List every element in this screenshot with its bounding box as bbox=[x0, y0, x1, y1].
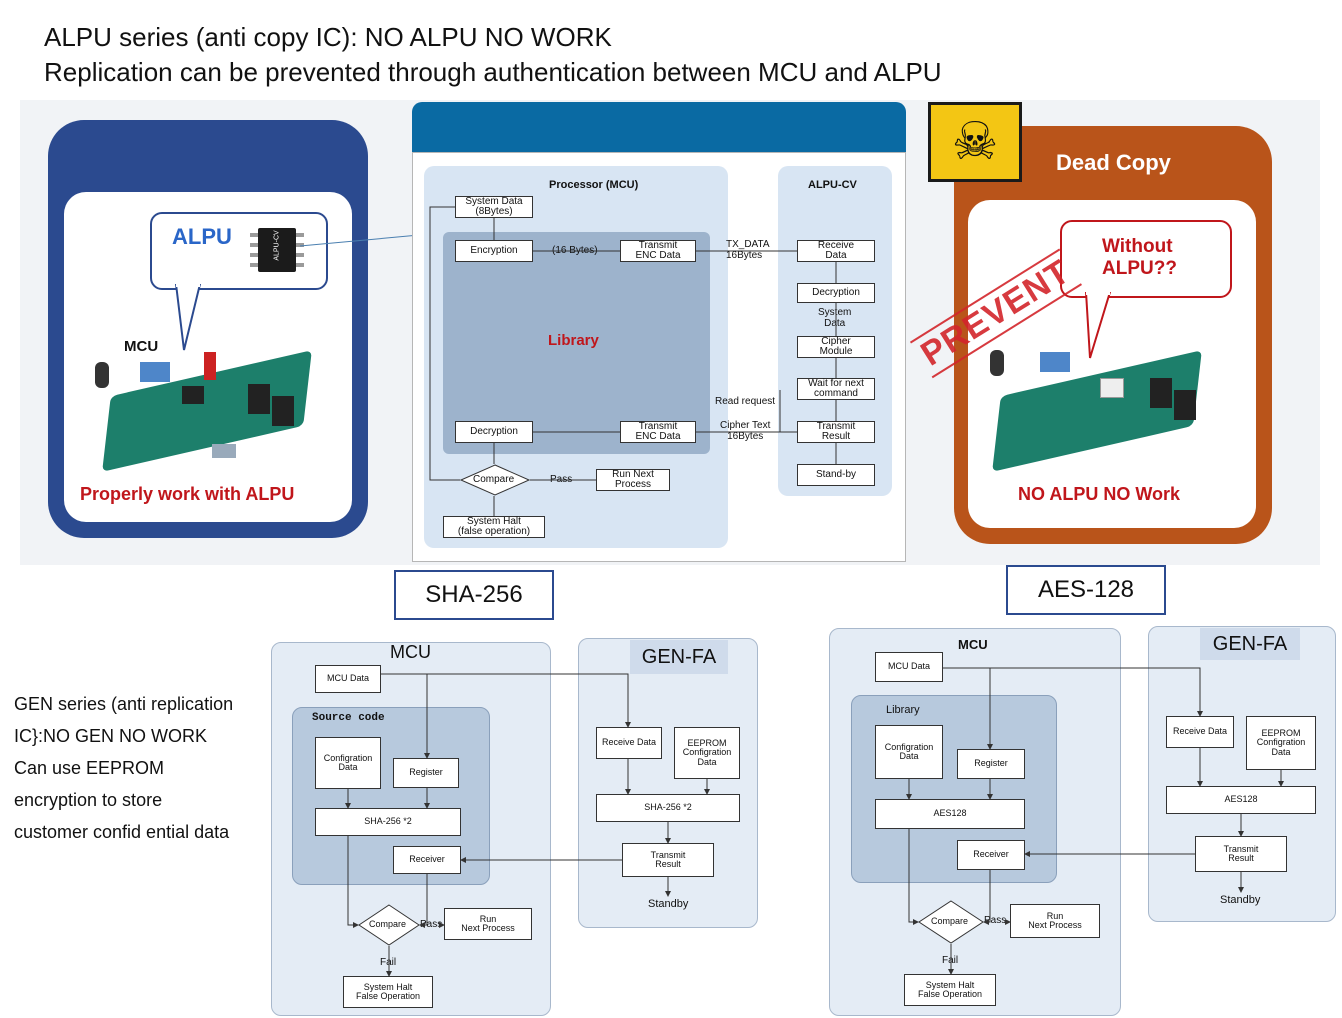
sha-register-box: Register bbox=[393, 758, 459, 788]
sha-fail-label: Fail bbox=[380, 957, 397, 968]
aes-run-next-box: Run Next Process bbox=[1010, 904, 1100, 938]
aes-config-data-box: Configration Data bbox=[875, 725, 943, 779]
sha-standby-label: Standby bbox=[648, 898, 689, 910]
gen-text-1: GEN series (anti replication bbox=[14, 694, 234, 714]
aes-receiver-box: Receiver bbox=[957, 840, 1025, 870]
sha-mcu-data-box: MCU Data bbox=[315, 665, 381, 693]
run-next-box: Run Next Process bbox=[596, 469, 670, 491]
sha-config-data-box: Configration Data bbox=[315, 737, 381, 789]
wait-next-box: Wait for next command bbox=[797, 378, 875, 400]
encryption-box: Encryption bbox=[455, 240, 533, 262]
skull-icon: ☠ bbox=[928, 102, 1022, 182]
aes-compare-diamond bbox=[918, 900, 984, 944]
alpu-bubble bbox=[150, 212, 328, 290]
sha-compare-diamond bbox=[358, 904, 420, 946]
aes-mcu-data-box: MCU Data bbox=[875, 652, 943, 682]
sha-run-next-box: Run Next Process bbox=[444, 908, 532, 940]
aes-cipher-box: AES128 bbox=[875, 799, 1025, 829]
aes-compare-label: Compare bbox=[931, 916, 969, 926]
gen-text-2: IC}:NO GEN NO WORK bbox=[14, 726, 208, 746]
aes-mcu-title: MCU bbox=[958, 637, 988, 652]
alpu-chip-icon: ALPU-CV bbox=[250, 228, 304, 272]
aes-genfa-title: GEN-FA bbox=[1200, 628, 1300, 660]
system-data-alpu-label: System Data bbox=[818, 307, 852, 329]
diagram-header-bar bbox=[412, 102, 906, 152]
compare-label: Compare bbox=[473, 474, 515, 485]
sha-receive-data-box: Receive Data bbox=[596, 727, 662, 759]
dead-copy-title: Dead Copy bbox=[1056, 150, 1171, 175]
aes-register-box: Register bbox=[957, 749, 1025, 779]
cipher-module-box: Cipher Module bbox=[797, 336, 875, 358]
transmit-result-box: Transmit Result bbox=[797, 421, 875, 443]
bubble-tail-red bbox=[1084, 292, 1112, 359]
mcu-label: MCU bbox=[124, 338, 159, 355]
sha-transmit-box: Transmit Result bbox=[622, 843, 714, 877]
transmit-enc-box-1: Transmit ENC Data bbox=[620, 240, 696, 262]
decryption-alpu-box: Decryption bbox=[797, 283, 875, 303]
sha-genfa-title: GEN-FA bbox=[630, 640, 728, 674]
headline-line-1: ALPU series (anti copy IC): NO ALPU NO W… bbox=[44, 22, 612, 52]
gen-text-3: Can use EEPROM bbox=[14, 758, 165, 778]
bubble-tail bbox=[174, 284, 202, 351]
library-panel bbox=[443, 232, 710, 454]
sha-eeprom-box: EEPROM Configration Data bbox=[674, 727, 740, 779]
alpu-cv-title: ALPU-CV bbox=[808, 179, 857, 191]
aes-standby-label: Standby bbox=[1220, 894, 1261, 906]
gen-text-4: encryption to store bbox=[14, 790, 163, 810]
receive-data-box: Receive Data bbox=[797, 240, 875, 262]
dead-copy-caption: NO ALPU NO Work bbox=[1018, 484, 1181, 504]
decryption-mcu-box: Decryption bbox=[455, 421, 533, 443]
aes-transmit-box: Transmit Result bbox=[1195, 836, 1287, 872]
aes-fail-label: Fail bbox=[942, 955, 959, 966]
processor-title: Processor (MCU) bbox=[549, 179, 639, 191]
cipher-text-label: Cipher Text 16Bytes bbox=[720, 420, 771, 442]
sha-receiver-box: Receiver bbox=[393, 846, 461, 874]
sha-halt-box: System Halt False Operation bbox=[343, 976, 433, 1008]
aes-pass-label: Pass bbox=[984, 915, 1007, 926]
library-label: Library bbox=[548, 332, 599, 349]
aes-genfa-cipher-box: AES128 bbox=[1166, 786, 1316, 814]
standby-box: Stand-by bbox=[797, 464, 875, 486]
system-halt-box: System Halt (false operation) bbox=[443, 516, 545, 538]
without-alpu-bubble bbox=[1060, 220, 1232, 298]
sha-mcu-title: MCU bbox=[390, 642, 431, 662]
sha-pass-label: Pass bbox=[420, 919, 443, 930]
aes-library-label: Library bbox=[886, 704, 920, 716]
system-data-box: System Data (8Bytes) bbox=[455, 196, 533, 218]
sha-compare-label: Compare bbox=[369, 919, 407, 929]
aes-genfa-panel bbox=[1148, 626, 1336, 922]
aes-eeprom-box: EEPROM Configration Data bbox=[1246, 716, 1316, 770]
transmit-enc-box-2: Transmit ENC Data bbox=[620, 421, 696, 443]
aes128-label: AES-128 bbox=[1006, 565, 1166, 615]
sha-source-code-label: Source code bbox=[312, 712, 385, 724]
without-alpu-text: Without ALPU?? bbox=[1102, 236, 1177, 279]
alpu-card-caption: Properly work with ALPU bbox=[80, 484, 295, 504]
compare-diamond bbox=[460, 464, 530, 496]
tx-data-label: TX_DATA 16Bytes bbox=[726, 239, 770, 261]
sha-hash-box: SHA-256 *2 bbox=[315, 808, 461, 836]
sha256-label: SHA-256 bbox=[394, 570, 554, 620]
alpu-label: ALPU bbox=[172, 224, 232, 249]
read-request-label: Read request bbox=[715, 396, 776, 407]
headline-line-2: Replication can be prevented through aut… bbox=[44, 57, 942, 87]
sha-genfa-hash-box: SHA-256 *2 bbox=[596, 794, 740, 822]
gen-text-5: customer confid ential data bbox=[14, 822, 230, 842]
